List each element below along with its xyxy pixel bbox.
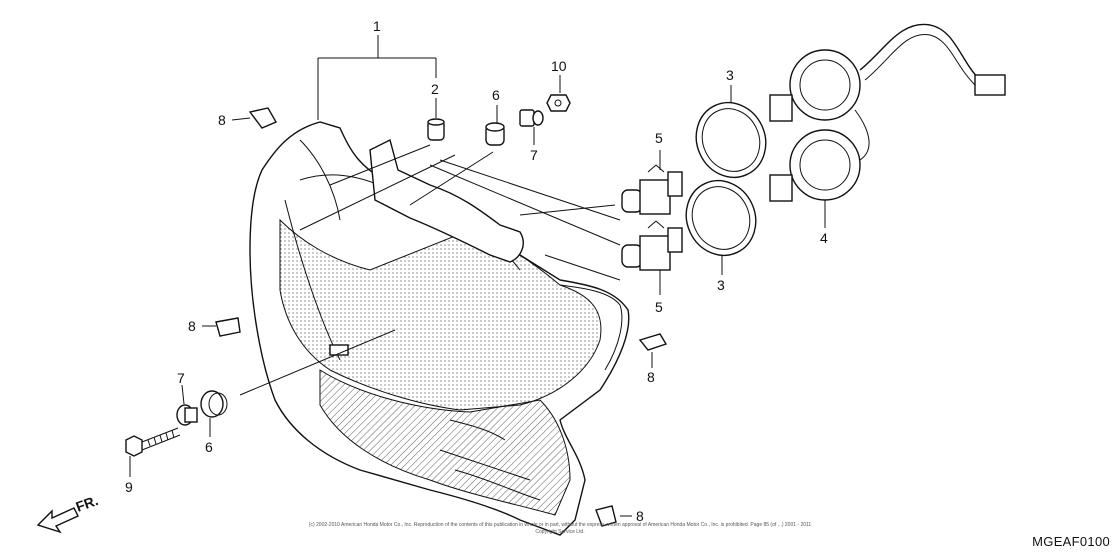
callout-8-b: 8 — [188, 318, 196, 334]
part-5-bulb-lower — [621, 220, 683, 271]
callout-7-upper: 7 — [530, 147, 538, 163]
part-10-nut — [546, 94, 571, 112]
callout-10: 10 — [551, 58, 567, 74]
part-8-clip-a — [248, 107, 277, 129]
part-6-grommet-top — [485, 122, 505, 146]
headlight-assembly — [249, 121, 630, 536]
callout-7-lower: 7 — [177, 370, 185, 386]
part-7-collar-lower — [176, 404, 198, 426]
callout-5-upper: 5 — [655, 130, 663, 146]
copyright-notice: (c) 2002-2010 American Honda Motor Co., … — [308, 522, 812, 535]
callout-3-lower: 3 — [717, 277, 725, 293]
part-4-socket-harness — [769, 23, 1006, 202]
callout-1: 1 — [373, 18, 381, 34]
callout-9: 9 — [125, 479, 133, 495]
front-indicator: FR. — [36, 492, 101, 534]
callout-leaders — [129, 35, 826, 517]
diagram-code: MGEAF0100 — [1032, 534, 1110, 549]
callout-5-lower: 5 — [655, 299, 663, 315]
callout-2: 2 — [431, 81, 439, 97]
leader-lines — [239, 144, 621, 396]
callout-6-upper: 6 — [492, 87, 500, 103]
part-8-clip-d — [595, 505, 617, 527]
callout-8-c: 8 — [647, 369, 655, 385]
part-8-clip-c — [638, 333, 668, 351]
callout-6-lower: 6 — [205, 439, 213, 455]
part-3-seal-upper — [695, 101, 767, 179]
front-label: FR. — [74, 492, 101, 515]
part-5-bulb-upper — [621, 164, 683, 215]
part-2-grommet — [427, 118, 445, 141]
part-7-collar-top — [519, 109, 544, 127]
callout-4: 4 — [820, 230, 828, 246]
part-6-grommet-lower — [200, 390, 228, 418]
part-3-seal-lower — [685, 179, 757, 257]
callout-8-d: 8 — [636, 508, 644, 524]
callout-labels: 1 2 3 3 4 5 5 6 6 7 7 8 8 8 8 9 10 — [125, 18, 828, 524]
part-8-clip-b — [215, 317, 241, 337]
callout-8-a: 8 — [218, 112, 226, 128]
part-9-bolt — [125, 427, 181, 457]
callout-3-upper: 3 — [726, 67, 734, 83]
